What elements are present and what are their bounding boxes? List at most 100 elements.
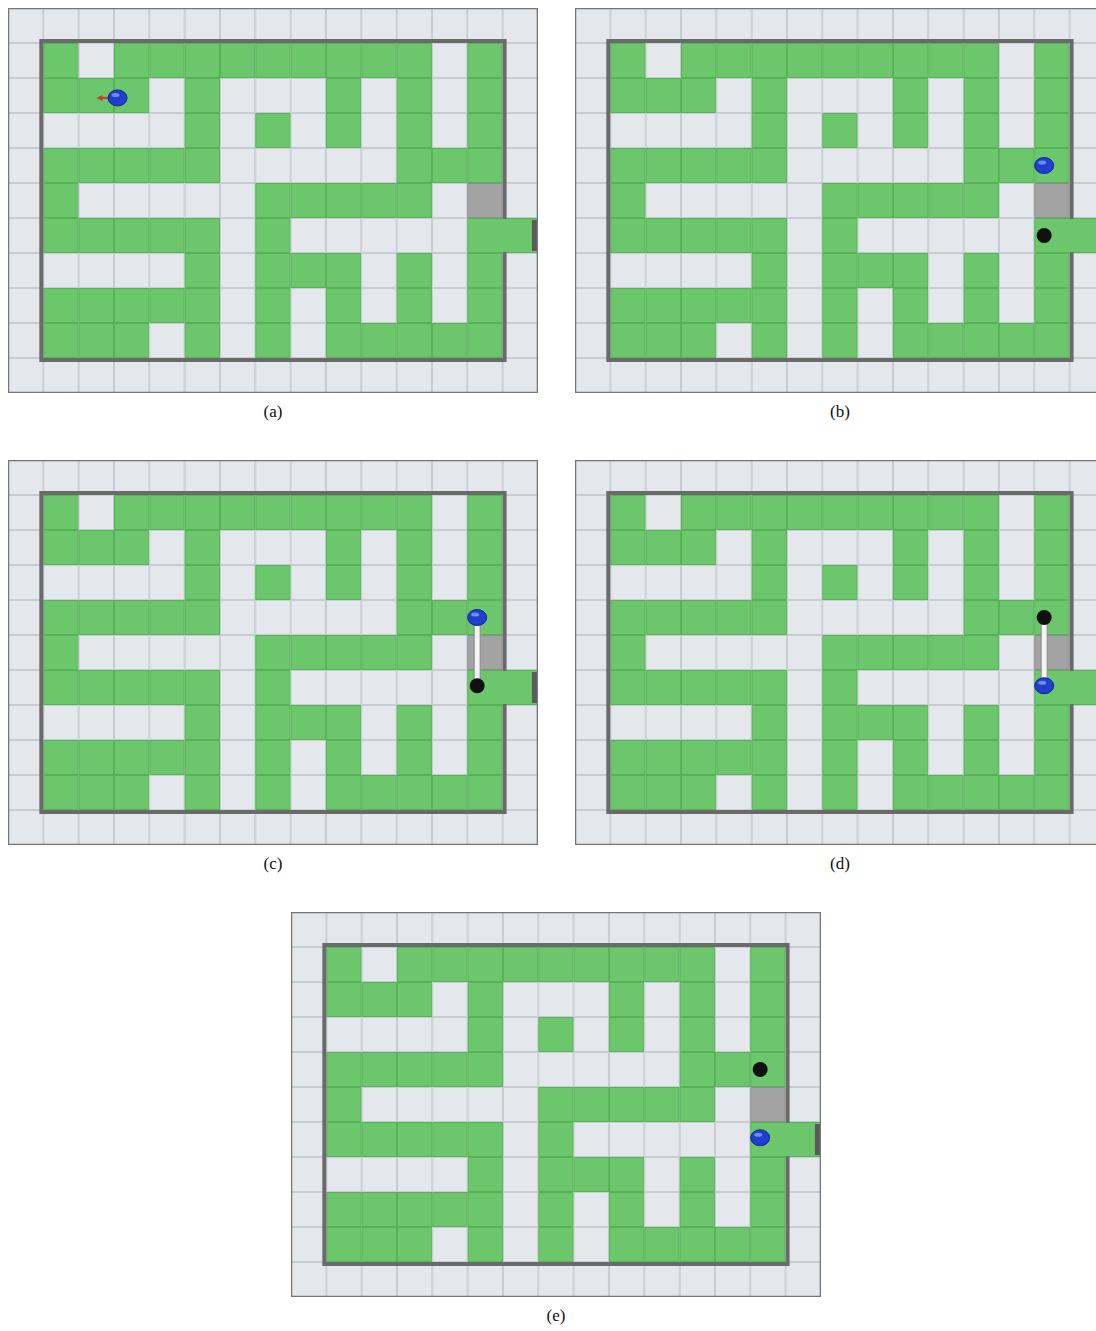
wall-tile — [574, 913, 608, 947]
wall-tile — [999, 358, 1033, 392]
floor-tile — [326, 253, 360, 287]
floor-tile — [680, 1157, 714, 1191]
wall-tile — [185, 810, 219, 844]
floor-tile — [611, 601, 645, 635]
floor-tile — [256, 740, 290, 774]
floor-tile — [858, 184, 892, 218]
black-agent — [1037, 228, 1052, 243]
floor-tile — [611, 323, 645, 357]
floor-tile — [326, 531, 360, 565]
floor-tile — [574, 948, 608, 982]
floor-tile — [397, 531, 431, 565]
floor-tile — [114, 288, 148, 322]
wall-tile — [576, 9, 610, 43]
wall-tile — [646, 9, 680, 43]
wall-tile — [8, 358, 42, 392]
wall-tile — [150, 323, 184, 357]
floor-tile — [362, 323, 396, 357]
floor-tile — [468, 149, 502, 183]
wall-tile — [468, 358, 502, 392]
floor-tile — [823, 184, 857, 218]
floor-tile — [79, 323, 113, 357]
floor-tile — [185, 79, 219, 113]
wall-tile — [114, 114, 148, 148]
wall-tile — [717, 79, 751, 113]
floor-tile — [468, 740, 502, 774]
floor-tile — [715, 1227, 749, 1261]
rod — [1041, 618, 1047, 686]
wall-tile — [999, 496, 1033, 530]
floor-tile — [362, 1227, 396, 1261]
wall-tile — [79, 44, 113, 78]
floor-tile — [752, 218, 786, 252]
wall-tile — [220, 705, 254, 739]
floor-tile — [468, 531, 502, 565]
floor-tile — [717, 601, 751, 635]
wall-tile — [681, 461, 715, 495]
floor-tile — [256, 566, 290, 600]
floor-tile — [468, 1192, 502, 1226]
floor-tile — [964, 740, 998, 774]
wall-tile — [326, 358, 360, 392]
wall-tile — [1070, 44, 1096, 78]
floor-tile — [539, 1122, 573, 1156]
floor-tile — [752, 149, 786, 183]
floor-tile — [326, 636, 360, 670]
floor-tile — [185, 323, 219, 357]
floor-tile — [185, 670, 219, 704]
wall-tile — [717, 531, 751, 565]
floor-tile — [326, 566, 360, 600]
wall-tile — [327, 1157, 361, 1191]
wall-tile — [362, 670, 396, 704]
wall-tile — [433, 1088, 467, 1122]
wall-tile — [8, 810, 42, 844]
wall-tile — [858, 79, 892, 113]
floor-tile — [44, 44, 78, 78]
floor-tile — [114, 670, 148, 704]
wall-tile — [362, 1262, 396, 1296]
floor-tile — [256, 323, 290, 357]
wall-tile — [397, 218, 431, 252]
floor-tile — [717, 149, 751, 183]
wall-tile — [326, 149, 360, 183]
floor-tile — [362, 636, 396, 670]
floor-tile — [609, 1227, 643, 1261]
floor-tile — [645, 1227, 679, 1261]
wall-tile — [327, 1262, 361, 1296]
wall-tile — [150, 775, 184, 809]
wall-tile — [432, 636, 466, 670]
floor-tile — [751, 1192, 785, 1226]
wall-tile — [786, 1157, 820, 1191]
wall-tile — [576, 323, 610, 357]
wall-tile — [1070, 566, 1096, 600]
floor-tile — [646, 740, 680, 774]
wall-tile — [8, 496, 42, 530]
floor-tile — [397, 948, 431, 982]
wall-tile — [645, 1262, 679, 1296]
floor-tile — [150, 288, 184, 322]
floor-tile — [964, 288, 998, 322]
wall-tile — [645, 1122, 679, 1156]
floor-tile — [1035, 496, 1069, 530]
floor-tile — [999, 323, 1033, 357]
wall-tile — [150, 531, 184, 565]
wall-tile — [858, 323, 892, 357]
wall-tile — [220, 358, 254, 392]
wall-tile — [717, 705, 751, 739]
floor-tile — [611, 288, 645, 322]
arena-border — [41, 493, 504, 812]
floor-tile — [150, 601, 184, 635]
floor-tile — [432, 149, 466, 183]
floor-tile — [751, 1157, 785, 1191]
wall-tile — [717, 566, 751, 600]
wall-tile — [397, 810, 431, 844]
floor-tile — [751, 1018, 785, 1052]
wall-tile — [715, 1262, 749, 1296]
floor-tile — [611, 184, 645, 218]
floor-tile — [326, 44, 360, 78]
floor-tile — [681, 218, 715, 252]
wall-tile — [715, 1192, 749, 1226]
floor-tile — [1035, 670, 1069, 704]
floor — [575, 460, 1096, 845]
wall-tile — [220, 323, 254, 357]
